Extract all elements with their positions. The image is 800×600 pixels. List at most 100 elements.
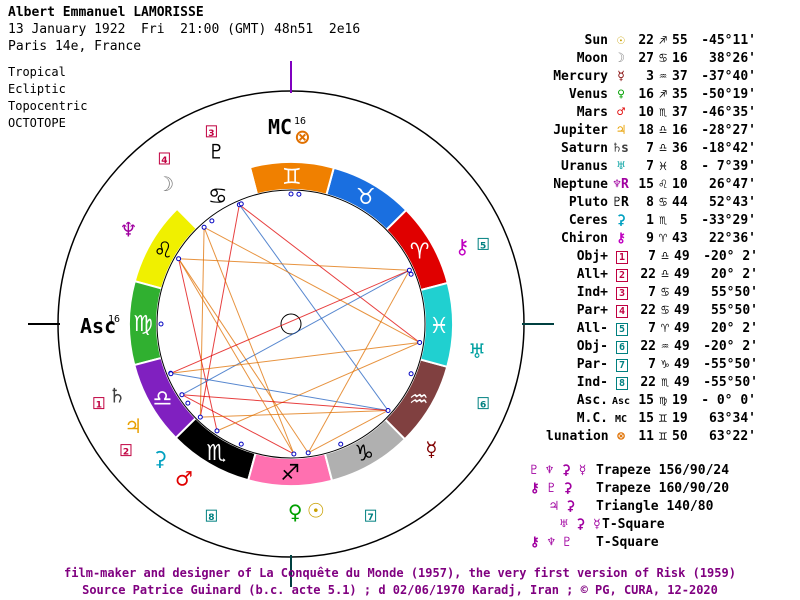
point-box <box>93 397 105 410</box>
planet-symbol-icon: ♄ <box>108 383 126 407</box>
planet-symbol-icon: ⊗ <box>617 429 625 444</box>
sign-icon: ♉ <box>356 185 376 210</box>
sign-icon: ♈ <box>661 321 669 336</box>
aspect-line <box>170 342 420 374</box>
option-zodiac: Tropical <box>8 65 66 79</box>
planet-degree: 9 <box>646 231 654 246</box>
point-number: 6 <box>480 401 486 411</box>
planet-minutes: 10 <box>672 177 688 192</box>
planet-latitude: - 7°39' <box>701 159 756 174</box>
sign-icon: ♋ <box>208 184 228 209</box>
planet-latitude: -20° 2' <box>703 339 758 354</box>
planet-latitude: 20° 2' <box>711 267 758 282</box>
sign-icon: ♍ <box>133 312 153 337</box>
planet-dot <box>179 392 185 398</box>
planet-dot <box>305 450 311 456</box>
planet-symbol-icon: 3 <box>616 287 628 300</box>
point-number: 3 <box>208 129 214 139</box>
sign-icon: ♒ <box>409 388 429 413</box>
planet-latitude: -55°50' <box>703 375 758 390</box>
planet-name: Jupiter <box>553 123 608 138</box>
aspect-line <box>181 394 389 411</box>
zodiac-ring: ♈♉♊♋♌♍♎♏♐♑♒♓ <box>57 90 525 558</box>
planet-symbol-icon: 7 <box>616 359 628 372</box>
planet-degree: 7 <box>646 159 654 174</box>
aspect-line <box>203 226 420 343</box>
planet-name: Ind+ <box>576 285 608 300</box>
planet-latitude: -50°19' <box>701 87 756 102</box>
planet-dot <box>238 441 244 447</box>
sign-icon: ♏ <box>661 375 669 390</box>
sign-icon: ♊ <box>659 411 667 426</box>
planet-latitude: - 0° 0' <box>701 393 756 408</box>
planet-latitude: 63°22' <box>709 429 756 444</box>
aspect-line <box>199 227 205 418</box>
option-topocentric: Topocentric <box>8 99 88 113</box>
planet-latitude: -37°40' <box>701 69 756 84</box>
planet-minutes: 49 <box>674 249 690 264</box>
planet-latitude: 38°26' <box>709 51 756 66</box>
planet-name: Pluto <box>568 195 608 210</box>
planet-name: Saturn <box>561 141 608 156</box>
sign-icon: ♐ <box>280 461 300 486</box>
planet-dot <box>406 267 412 273</box>
planet-row: Venus♀16♐35-50°19' <box>546 86 756 104</box>
planet-latitude: 52°43' <box>709 195 756 210</box>
point-number: 2 <box>123 448 129 458</box>
planet-name: All+ <box>576 267 608 282</box>
pattern-row: ♃ ⚳Triangle 140/80 <box>550 498 713 516</box>
planet-dot <box>288 191 294 197</box>
planet-symbol-icon: ☽ <box>617 51 625 66</box>
planet-symbol-icon: 2 <box>616 269 628 282</box>
pattern-glyphs: ♇ ♆ ⚳ ☿ <box>530 463 587 478</box>
planet-row: Mars♂10♏37-46°35' <box>546 104 756 122</box>
aspect-line <box>200 409 389 418</box>
planet-symbol-icon: ♅ <box>468 339 486 363</box>
planet-minutes: 5 <box>672 213 688 228</box>
planet-row: Sun☉22♐55-45°11' <box>546 32 756 50</box>
pattern-label: T-Square <box>596 535 659 550</box>
planet-symbol-icon: ♃ <box>124 414 142 438</box>
planet-dot <box>238 201 244 207</box>
pattern-label: Trapeze 160/90/20 <box>596 481 730 496</box>
planet-symbol-icon: ♆ <box>119 218 137 242</box>
planet-latitude: -46°35' <box>701 105 756 120</box>
pattern-label: Triangle 140/80 <box>596 499 714 514</box>
planet-symbol-icon: 5 <box>616 323 628 336</box>
mc-label: MC <box>268 115 292 139</box>
pattern-row: ♅ ⚳ ☿T-Square <box>560 516 665 534</box>
planet-dot <box>201 224 207 230</box>
planet-symbol-icon: ♆R <box>613 177 629 192</box>
pattern-glyphs: ⚷ ♇ ⚳ <box>530 481 573 496</box>
sign-icon: ♐ <box>659 87 667 102</box>
point-box <box>477 397 489 410</box>
asc-degree: 16 <box>108 314 120 325</box>
point-box <box>158 152 170 165</box>
planet-minutes: 49 <box>674 321 690 336</box>
sign-icon: ♊ <box>659 429 667 444</box>
planet-degree: 10 <box>638 105 654 120</box>
planet-symbol-icon: 1 <box>616 251 628 264</box>
pattern-row: ⚷ ♇ ⚳ Trapeze 160/90/20 <box>530 480 729 498</box>
aspect-line <box>307 410 389 454</box>
planet-degree: 7 <box>648 357 656 372</box>
planet-minutes: 37 <box>672 105 688 120</box>
planet-degree: 18 <box>638 123 654 138</box>
aspect-line <box>203 227 295 455</box>
planet-dot <box>408 371 414 377</box>
planet-symbol-icon: ♂ <box>617 105 625 120</box>
planet-symbol-icon: ⚷ <box>616 231 626 246</box>
planet-latitude: 20° 2' <box>711 321 758 336</box>
planet-latitude: 26°47' <box>709 177 756 192</box>
planet-minutes: 35 <box>672 87 688 102</box>
planet-minutes: 19 <box>672 411 688 426</box>
planet-minutes: 49 <box>674 375 690 390</box>
sign-icon: ♋ <box>661 303 669 318</box>
point-number: 8 <box>208 513 214 523</box>
planet-symbol-icon: Asc <box>611 396 631 407</box>
